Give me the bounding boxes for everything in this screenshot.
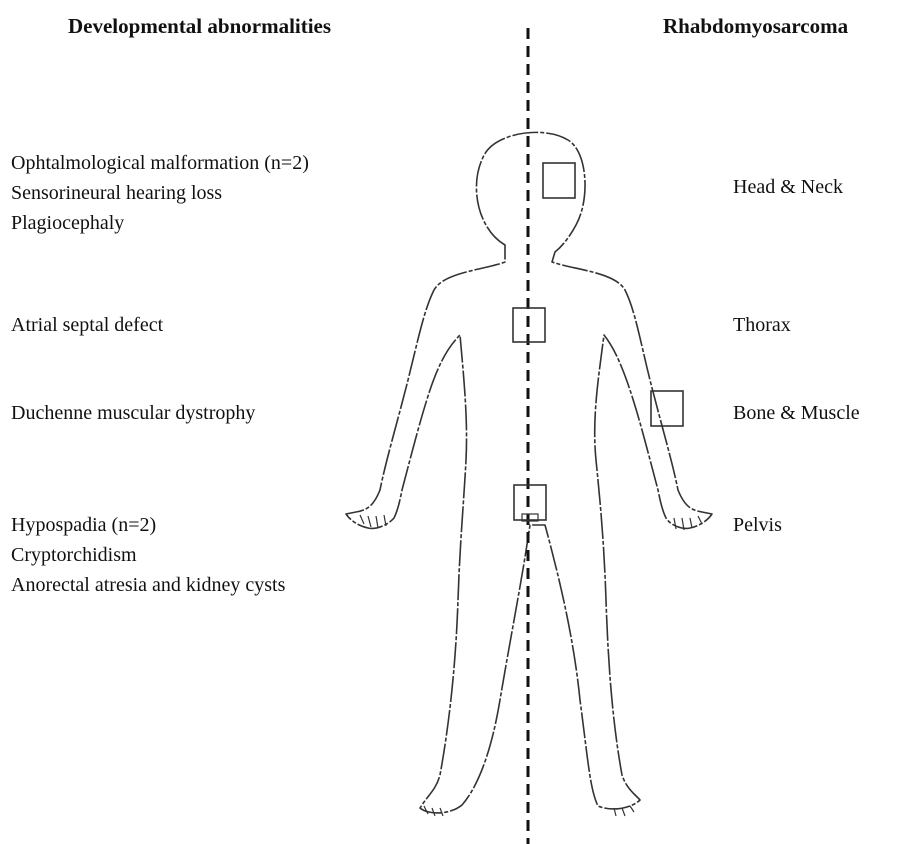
left-hand-fingers (360, 515, 386, 528)
pelvis-region-box (514, 485, 546, 520)
arm-region-box (651, 391, 683, 426)
left-foot-toes (424, 806, 443, 816)
head-region-box (543, 163, 575, 198)
